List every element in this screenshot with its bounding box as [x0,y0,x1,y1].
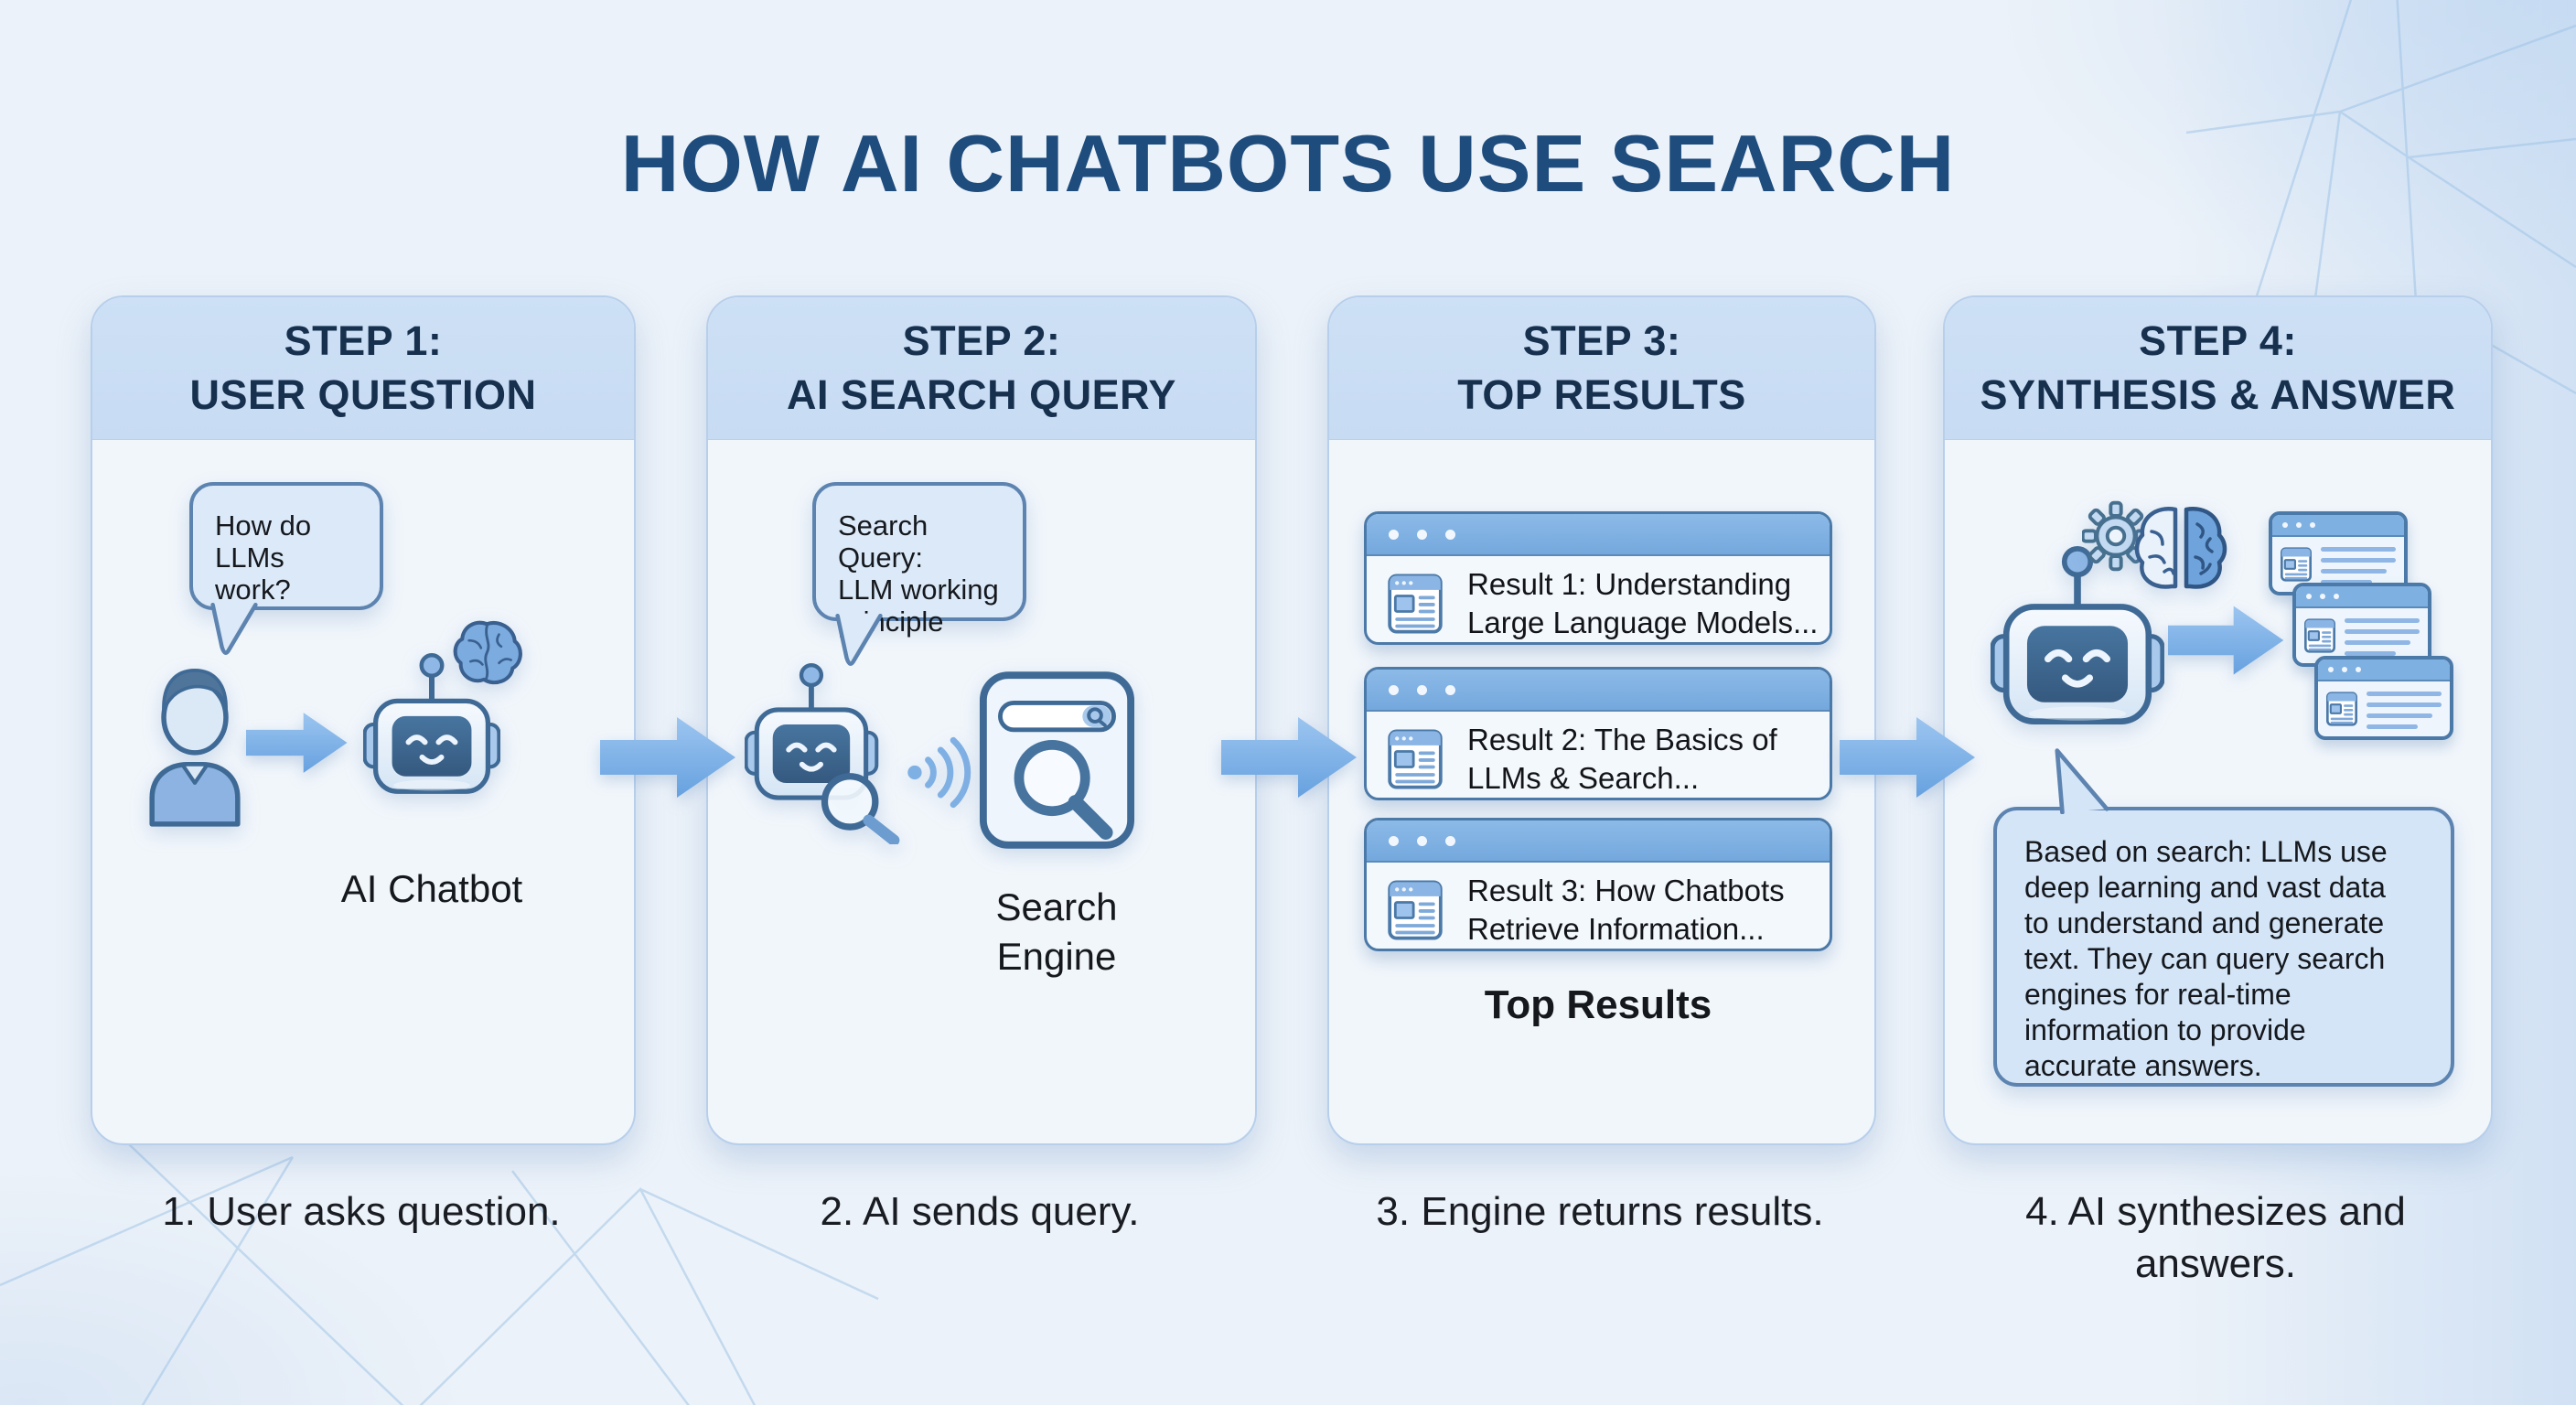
result-window-1: Result 1: Understanding Large Language M… [1364,511,1832,645]
page-icon [1388,574,1443,634]
step-1-title: STEP 1: USER QUESTION [189,317,537,418]
result-1-text: Result 1: Understanding Large Language M… [1467,567,1819,639]
user-question-bubble: How do LLMs work? [189,482,383,610]
window-titlebar [1367,670,1830,712]
page-icon [2281,547,2312,582]
step-1-card: STEP 1: USER QUESTION How do LLMs work? [91,295,636,1145]
step-3-header: STEP 3: TOP RESULTS [1329,297,1874,440]
flow-arrow-2-icon [1221,717,1357,798]
result-3-text: Result 3: How Chatbots Retrieve Informat… [1467,874,1785,946]
caption-step-3: 3. Engine returns results. [1376,1189,1824,1234]
speech-bubble-tail-icon [2055,748,2109,814]
signal-waves-icon [907,736,971,809]
mini-window-2 [2292,583,2431,667]
step-2-card: STEP 2: AI SEARCH QUERY Search Query: LL… [706,295,1257,1145]
window-titlebar [2296,586,2428,608]
speech-bubble-tail-icon [210,603,258,655]
result-window-3: Result 3: How Chatbots Retrieve Informat… [1364,818,1832,951]
window-dot-icon [1417,835,1427,846]
speech-bubble-tail-icon [835,614,883,666]
window-dot-icon [1417,529,1427,540]
top-results-label: Top Results [1484,982,1712,1027]
page-icon [2304,618,2335,653]
brain-icon [2134,507,2227,589]
page-icon [2326,692,2357,726]
result-window-2: Result 2: The Basics of LLMs & Search... [1364,667,1832,800]
caption-step-1: 1. User asks question. [162,1189,561,1234]
step-4-card: STEP 4: SYNTHESIS & ANSWER [1943,295,2493,1145]
search-engine-label: Search Engine [995,885,1118,978]
search-query-bubble: Search Query: LLM working principle [812,482,1026,638]
window-dot-icon [1389,529,1399,540]
flow-arrow-3-icon [1840,717,1975,798]
step-4-title: STEP 4: SYNTHESIS & ANSWER [1980,317,2456,418]
step-2-header: STEP 2: AI SEARCH QUERY [708,297,1255,440]
window-titlebar [1367,820,1830,863]
step-3-card: STEP 3: TOP RESULTS Result 1: Understand… [1327,295,1876,1145]
robot-icon [363,653,500,794]
person-icon [149,669,241,827]
step-2-title: STEP 2: AI SEARCH QUERY [787,317,1176,418]
ai-chatbot-label: AI Chatbot [340,867,523,910]
window-titlebar [1367,514,1830,556]
flow-arrow-1-icon [600,717,735,798]
robot-icon [1991,546,2164,724]
answer-bubble: Based on search: LLMs use deep learning … [1993,807,2454,1087]
brain-icon [453,620,522,685]
window-titlebar [2272,515,2404,537]
window-titlebar [2318,660,2450,681]
page-icon [1388,880,1443,940]
window-dot-icon [1389,835,1399,846]
window-dot-icon [1417,684,1427,695]
step-4-header: STEP 4: SYNTHESIS & ANSWER [1945,297,2491,440]
user-question-text: How do LLMs work? [215,509,312,606]
window-dot-icon [1445,529,1455,540]
gear-icon [2082,500,2150,572]
page-icon [1388,729,1443,789]
arrow-right-icon [246,713,348,773]
window-dot-icon [1445,684,1455,695]
page-title: HOW AI CHATBOTS USE SEARCH [620,118,1956,209]
mini-window-3 [2314,656,2453,740]
arrow-right-icon [2168,606,2284,675]
window-dot-icon [1445,835,1455,846]
result-2-text: Result 2: The Basics of LLMs & Search... [1467,723,1777,795]
caption-step-4: 4. AI synthesizes and answers. [2025,1189,2406,1287]
answer-text: Based on search: LLMs use deep learning … [2024,835,2388,1082]
caption-step-2: 2. AI sends query. [820,1189,1140,1234]
window-dot-icon [1389,684,1399,695]
step-1-header: STEP 1: USER QUESTION [92,297,634,440]
robot-search-icon [745,663,900,844]
step-3-title: STEP 3: TOP RESULTS [1457,317,1746,418]
search-engine-icon [979,671,1135,849]
